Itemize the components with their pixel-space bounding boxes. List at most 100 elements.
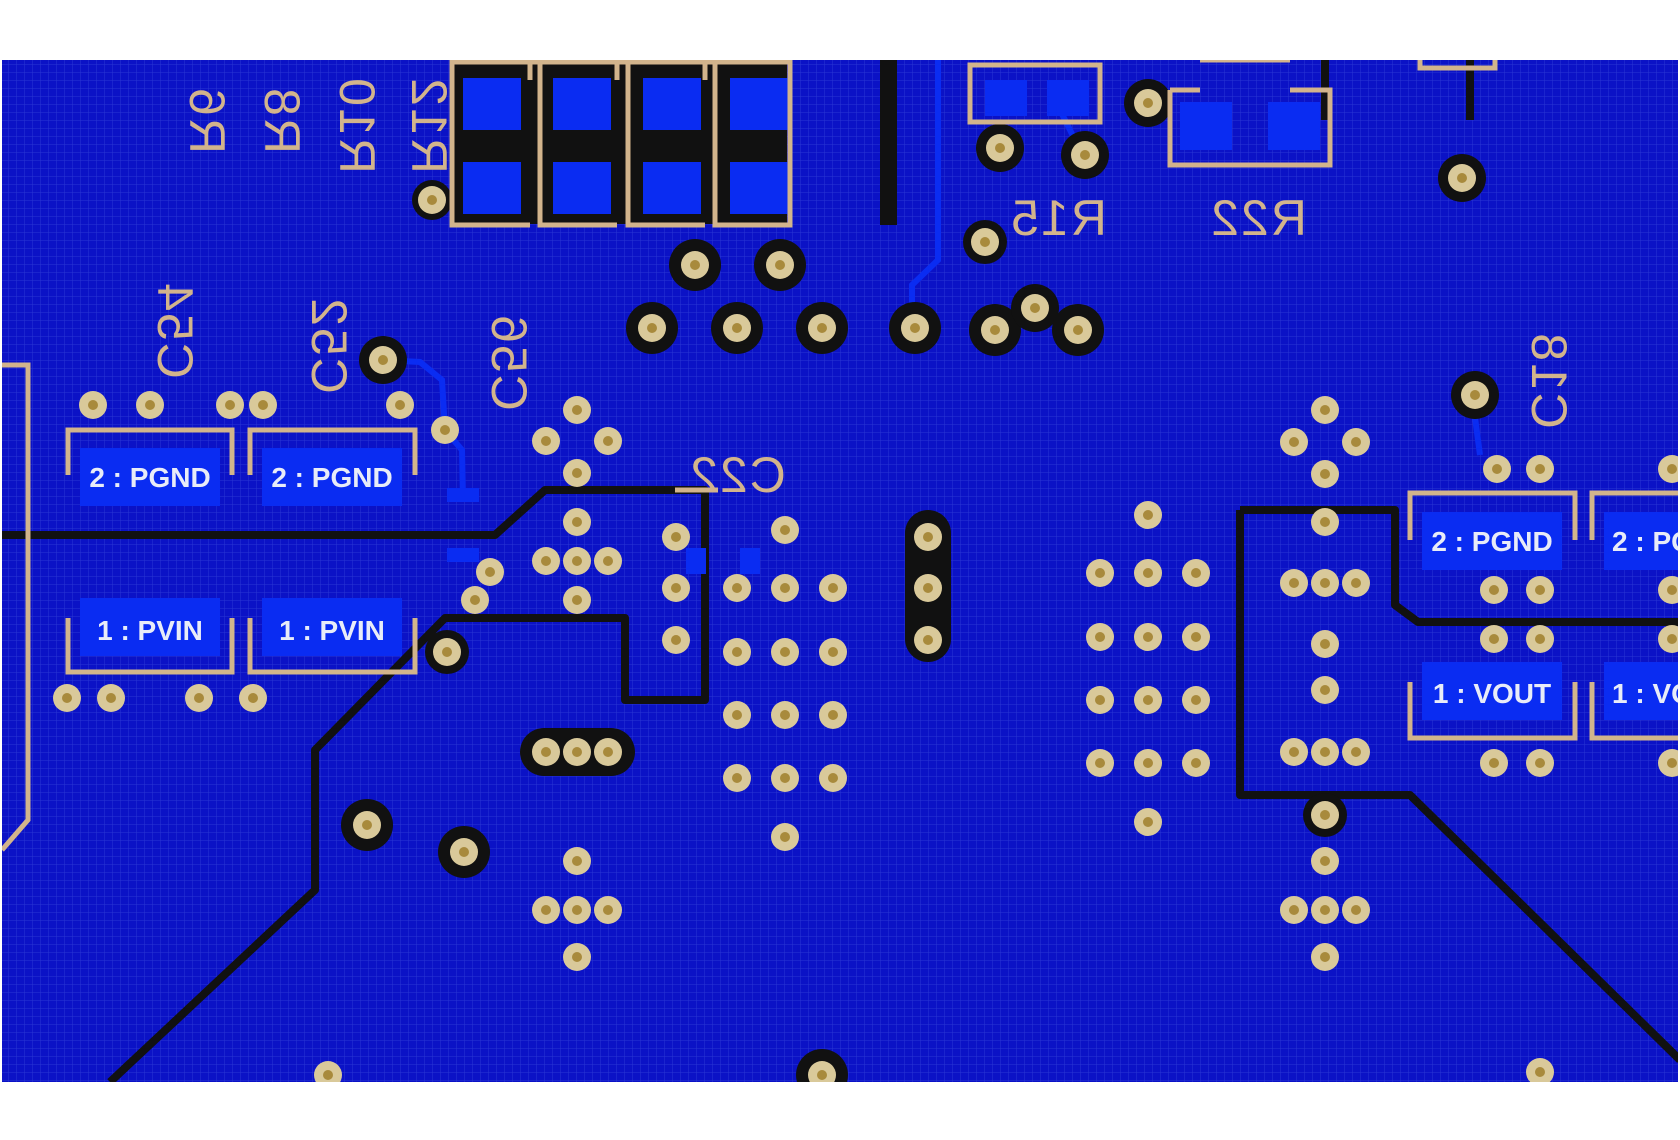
via-drill bbox=[1095, 695, 1105, 705]
pad-label-c18-pin2: 2 : PGND bbox=[1431, 526, 1552, 557]
pad-label-c19-pin2: 2 : PG bbox=[1612, 526, 1680, 557]
via-drill bbox=[990, 325, 1000, 335]
via-drill bbox=[1320, 905, 1330, 915]
via-drill bbox=[1457, 173, 1467, 183]
via-drill bbox=[1667, 464, 1677, 474]
via-drill bbox=[1320, 578, 1330, 588]
via-drill bbox=[1667, 585, 1677, 595]
via-drill bbox=[572, 405, 582, 415]
pad-c52-pgnd bbox=[262, 448, 402, 506]
via-drill bbox=[1351, 578, 1361, 588]
via-drill bbox=[923, 583, 933, 593]
via-drill bbox=[362, 820, 372, 830]
capacitor-pads bbox=[80, 448, 1678, 720]
via-drill bbox=[1320, 639, 1330, 649]
via-drill bbox=[459, 847, 469, 857]
vias bbox=[53, 89, 1678, 1082]
pad-c54-pvin bbox=[80, 598, 220, 656]
via-drill bbox=[910, 323, 920, 333]
via-drill bbox=[470, 595, 480, 605]
via-drill bbox=[995, 143, 1005, 153]
via-drill bbox=[1289, 905, 1299, 915]
via-drill bbox=[442, 647, 452, 657]
via-drill bbox=[323, 1070, 333, 1080]
pad-c19-pgnd bbox=[1604, 512, 1678, 570]
via-drill bbox=[225, 400, 235, 410]
via-drill bbox=[1320, 747, 1330, 757]
via-drill bbox=[1073, 325, 1083, 335]
via-drill bbox=[1489, 634, 1499, 644]
via-drill bbox=[1191, 758, 1201, 768]
via-drill bbox=[572, 747, 582, 757]
via-drill bbox=[603, 747, 613, 757]
via-drill bbox=[1289, 747, 1299, 757]
via-drill bbox=[980, 237, 990, 247]
via-drill bbox=[671, 583, 681, 593]
via-drill bbox=[923, 532, 933, 542]
pad-label-c19-pin1: 1 : VO bbox=[1612, 678, 1680, 709]
via-drill bbox=[732, 773, 742, 783]
via-drill bbox=[732, 710, 742, 720]
via-drill bbox=[1289, 437, 1299, 447]
via-drill bbox=[1095, 568, 1105, 578]
via-drill bbox=[1320, 405, 1330, 415]
via-drill bbox=[1535, 585, 1545, 595]
via-drill bbox=[780, 832, 790, 842]
via-drill bbox=[572, 556, 582, 566]
via-drill bbox=[1191, 695, 1201, 705]
via-drill bbox=[1535, 758, 1545, 768]
via-drill bbox=[572, 517, 582, 527]
via-drill bbox=[775, 260, 785, 270]
designator-c56: C56 bbox=[481, 313, 537, 411]
via-drill bbox=[1143, 632, 1153, 642]
pad-label-c52-pin2: 2 : PGND bbox=[271, 462, 392, 493]
via-drill bbox=[1143, 568, 1153, 578]
via-drill bbox=[88, 400, 98, 410]
designator-r12: R12 bbox=[401, 76, 457, 174]
grid-overlay bbox=[2, 60, 1678, 1082]
via-drill bbox=[671, 635, 681, 645]
via-drill bbox=[106, 693, 116, 703]
via-drill bbox=[780, 525, 790, 535]
resistor-pads bbox=[447, 62, 1320, 574]
via-drill bbox=[1320, 856, 1330, 866]
via-drill bbox=[1489, 758, 1499, 768]
via-drill bbox=[817, 1070, 827, 1080]
pad-c18-pgnd bbox=[1422, 512, 1562, 570]
via-drill bbox=[1143, 510, 1153, 520]
pad-labels: 2 : PGND 2 : PGND 1 : PVIN 1 : PVIN 2 : … bbox=[89, 462, 1680, 709]
via-drill bbox=[923, 635, 933, 645]
via-drill bbox=[780, 583, 790, 593]
via-drill bbox=[1143, 817, 1153, 827]
via-drill bbox=[485, 567, 495, 577]
via-drill bbox=[1143, 758, 1153, 768]
via-drill bbox=[572, 468, 582, 478]
via-drill bbox=[1095, 758, 1105, 768]
designator-r15: R15 bbox=[1009, 190, 1107, 246]
via-drill bbox=[1667, 634, 1677, 644]
via-drill bbox=[378, 355, 388, 365]
via-drill bbox=[541, 436, 551, 446]
via-drill bbox=[603, 556, 613, 566]
via-drill bbox=[690, 260, 700, 270]
pad-label-c52-pin1: 1 : PVIN bbox=[279, 615, 385, 646]
via-drill bbox=[572, 952, 582, 962]
via-drill bbox=[1489, 585, 1499, 595]
via-drill bbox=[541, 905, 551, 915]
designator-r6: R6 bbox=[179, 86, 235, 154]
via-drill bbox=[395, 400, 405, 410]
pad-c54-pgnd bbox=[80, 448, 220, 506]
via-drill bbox=[1351, 905, 1361, 915]
pad-c18-vout bbox=[1422, 662, 1562, 720]
via-drill bbox=[1535, 1067, 1545, 1077]
pad-c52-pvin bbox=[262, 598, 402, 656]
designator-c18: C18 bbox=[1521, 331, 1577, 429]
via-drill bbox=[1320, 517, 1330, 527]
via-drill bbox=[572, 856, 582, 866]
via-drill bbox=[440, 425, 450, 435]
via-drill bbox=[1289, 578, 1299, 588]
via-drill bbox=[647, 323, 657, 333]
via-drill bbox=[62, 693, 72, 703]
via-drill bbox=[1667, 758, 1677, 768]
